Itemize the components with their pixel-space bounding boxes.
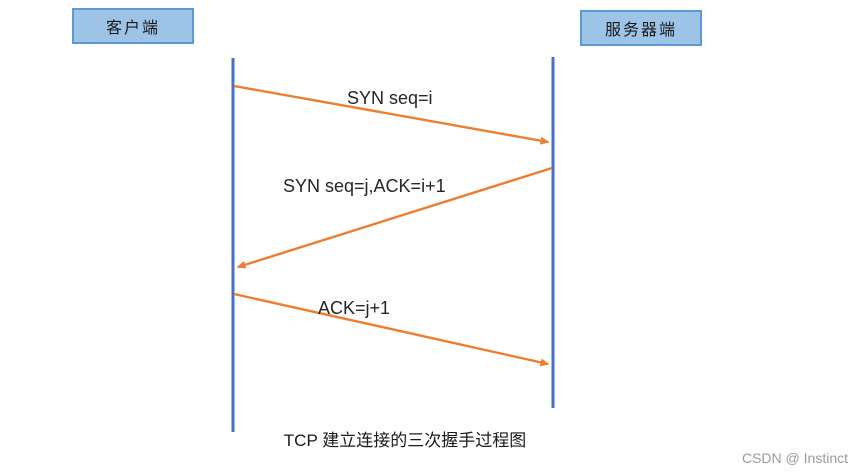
ack-arrow: [233, 292, 550, 367]
syn-arrow-label: SYN seq=i: [347, 88, 433, 108]
server-actor-box: 服务器端: [580, 10, 702, 46]
syn-arrow: [233, 84, 550, 145]
diagram-caption: TCP 建立连接的三次握手过程图: [283, 431, 527, 450]
csdn-watermark: CSDN @ Instinct: [741, 450, 848, 466]
ack-arrow-label: ACK=j+1: [318, 298, 390, 318]
client-actor-box: 客户端: [72, 8, 194, 44]
syn-ack-arrow-label: SYN seq=j,ACK=i+1: [283, 176, 446, 196]
client-actor-label: 客户端: [105, 20, 160, 37]
server-actor-label: 服务器端: [604, 22, 677, 39]
syn-ack-arrow: [236, 166, 553, 269]
